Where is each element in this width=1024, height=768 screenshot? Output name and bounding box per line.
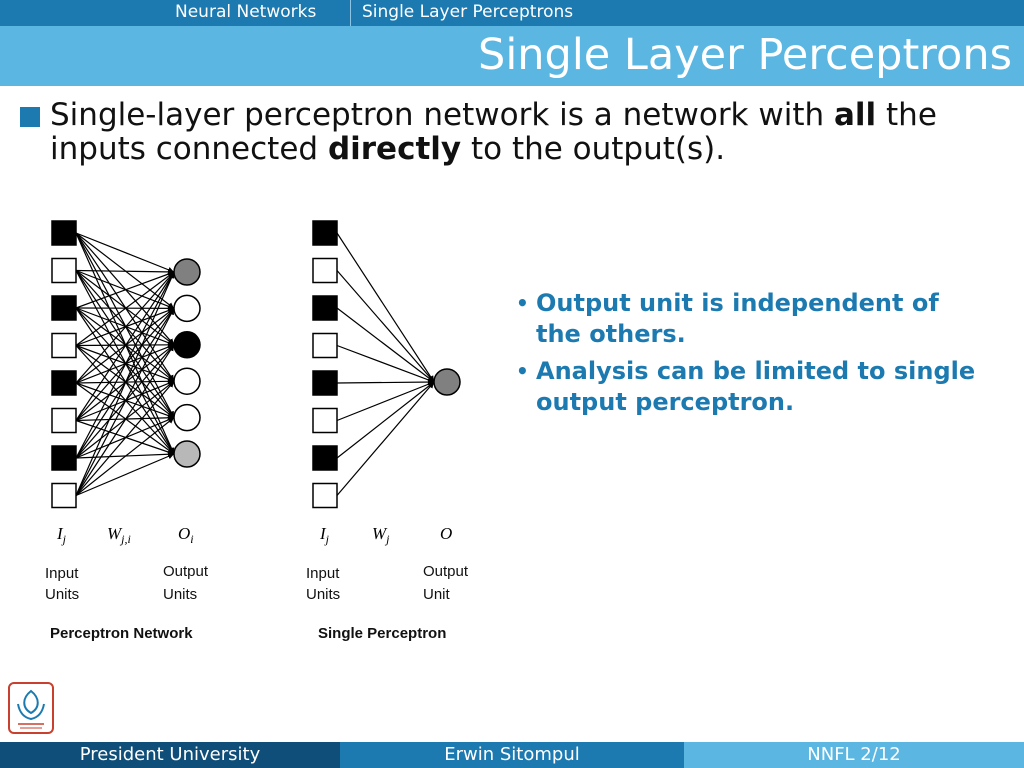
single-connection-line [336, 379, 435, 386]
single-input-unit [312, 482, 338, 509]
side-bullet-text: Analysis can be limited to single output… [536, 357, 976, 416]
single-input-unit [312, 295, 338, 321]
network-input-unit [51, 370, 77, 396]
network-caption: Perceptron Network [50, 625, 193, 642]
side-bullet-item: • Analysis can be limited to single outp… [516, 356, 986, 418]
network-output-unit [173, 294, 201, 323]
footer-author: Erwin Sitompul [340, 742, 684, 768]
network-output-label-line2: Units [163, 586, 197, 603]
single-connection-line [336, 381, 435, 459]
network-input-unit [51, 257, 77, 284]
single-input-symbol: Ij [319, 524, 330, 546]
network-output-unit [173, 367, 201, 395]
perceptron-diagram: Ij Wj,i Oi Ij Wj O Input Units Output Un… [45, 220, 469, 642]
single-input-unit [312, 257, 338, 284]
side-bullet-item: • Output unit is independent of the othe… [516, 288, 986, 350]
university-logo-icon [8, 682, 54, 734]
bullet-text-part: to the output(s). [461, 131, 726, 167]
title-bar: Single Layer Perceptrons [0, 26, 1024, 86]
network-output-unit [173, 403, 201, 432]
network-output-symbol: Oi [178, 524, 194, 546]
network-input-unit [51, 407, 77, 434]
network-input-unit [51, 295, 77, 321]
single-connection-line [336, 344, 435, 383]
slide-title: Single Layer Perceptrons [478, 30, 1012, 80]
network-input-units [51, 220, 77, 509]
footer-page-number: NNFL 2/12 [684, 742, 1024, 768]
network-input-unit [51, 332, 77, 359]
single-input-unit [312, 332, 338, 359]
bullet-dot-icon: • [516, 291, 529, 315]
bullet-text-part: Single-layer perceptron network is a net… [50, 97, 834, 133]
network-connection-line [75, 268, 175, 275]
single-output-label-line1: Output [423, 563, 469, 580]
top-bar: Neural Networks Single Layer Perceptrons [0, 0, 1024, 26]
single-connection-line [336, 381, 435, 422]
single-input-units [312, 220, 338, 509]
network-connection-line [75, 271, 175, 309]
network-connection-line [75, 344, 175, 496]
network-input-unit [51, 220, 77, 246]
network-output-unit [173, 440, 201, 468]
side-bullet-list: • Output unit is independent of the othe… [516, 288, 986, 424]
single-connection-line [336, 381, 435, 496]
network-connection-line [75, 271, 175, 346]
network-input-symbol: Ij [56, 524, 67, 546]
single-input-unit [312, 220, 338, 246]
network-connection-line [75, 380, 175, 496]
single-output-symbol: O [440, 524, 452, 543]
single-input-unit [312, 445, 338, 471]
main-bullet-text: Single-layer perceptron network is a net… [50, 98, 1010, 166]
network-output-label-line1: Output [163, 563, 209, 580]
network-connection-line [75, 417, 175, 496]
footer-institution: President University [0, 742, 340, 768]
single-connection-line [336, 270, 435, 383]
single-output-label-line2: Unit [423, 586, 451, 603]
side-bullet-text: Output unit is independent of the others… [536, 289, 939, 348]
network-connection-line [75, 453, 175, 497]
single-output-unit [433, 368, 461, 396]
bullet-text-part: the inputs connected [50, 97, 937, 167]
breadcrumb-separator [350, 0, 351, 26]
network-output-unit [173, 331, 201, 359]
single-output-unit [433, 368, 461, 396]
network-output-unit [173, 258, 201, 286]
network-output-units [173, 258, 201, 468]
main-bullet: Single-layer perceptron network is a net… [20, 98, 1010, 166]
single-connection-line [336, 232, 435, 383]
network-input-unit [51, 482, 77, 509]
bullet-dot-icon: • [516, 359, 529, 383]
single-input-label-line1: Input [306, 565, 340, 582]
network-connection-line [75, 271, 175, 459]
bullet-bold-all: all [834, 97, 877, 133]
network-input-label-line2: Units [45, 586, 79, 603]
single-weight-symbol: Wj [372, 524, 390, 546]
single-input-unit [312, 370, 338, 396]
single-connection-line [336, 307, 435, 383]
footer-bar: President University Erwin Sitompul NNFL… [0, 742, 1024, 768]
network-connection-line [75, 232, 175, 273]
bullet-bold-directly: directly [327, 131, 462, 167]
single-caption: Single Perceptron [318, 625, 446, 642]
network-input-label-line1: Input [45, 565, 79, 582]
network-weight-symbol: Wj,i [107, 524, 131, 546]
network-connection-line [75, 271, 175, 384]
breadcrumb-section[interactable]: Neural Networks [175, 2, 317, 22]
network-connection-line [75, 271, 175, 421]
network-connection-line [75, 308, 175, 496]
square-bullet-icon [20, 107, 40, 127]
breadcrumb-subsection[interactable]: Single Layer Perceptrons [362, 2, 574, 22]
single-input-label-line2: Units [306, 586, 340, 603]
network-connections [75, 232, 175, 497]
network-input-unit [51, 445, 77, 471]
single-connections [336, 232, 435, 496]
single-input-unit [312, 407, 338, 434]
network-connection-line [75, 271, 175, 496]
